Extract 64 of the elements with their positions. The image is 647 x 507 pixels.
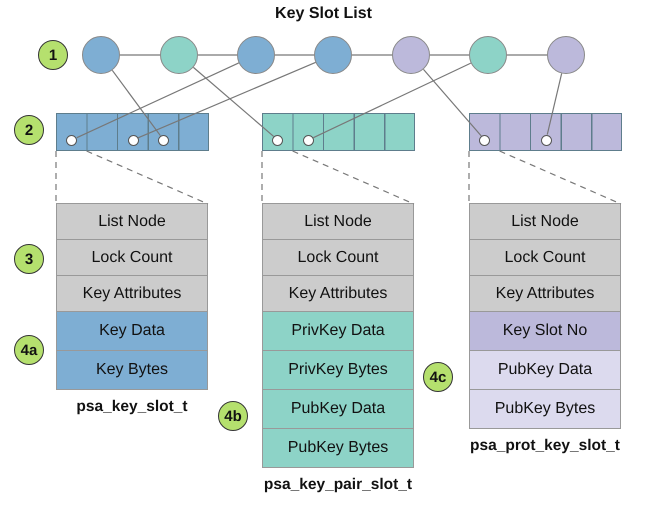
struct-field: Lock Count [469,239,621,276]
connector-line [313,62,472,138]
slot-array [469,113,622,151]
connector-line [112,70,161,136]
struct-field: PrivKey Bytes [262,350,414,390]
connector-line [193,66,274,137]
connector-line [546,73,562,135]
connector-line [138,62,316,138]
zoom-guide-line [292,150,414,205]
callout-number: 4b [218,401,248,431]
struct-field: Key Data [56,311,208,351]
list-node-circle [314,36,352,74]
pointer-dot [66,134,78,146]
connector-line [198,54,237,56]
list-node-circle [547,36,585,74]
pointer-dot [302,134,314,146]
list-node-circle [469,36,507,74]
struct-field: PrivKey Data [262,311,414,351]
callout-number: 3 [14,244,44,274]
slot-array [56,113,209,151]
struct-field: List Node [56,203,208,240]
struct-field: PubKey Data [469,350,621,390]
struct-field: Key Slot No [469,311,621,351]
struct-type-name: psa_prot_key_slot_t [470,437,620,455]
list-node-circle [237,36,275,74]
callout-number: 1 [38,40,68,70]
connector-line [120,54,160,56]
callout-number: 2 [14,115,44,145]
struct-field: Key Attributes [56,275,208,312]
slot-array [262,113,415,151]
pointer-dot [272,134,284,146]
pointer-dot [158,134,170,146]
pointer-dot [128,134,138,146]
connector-line [423,68,482,136]
struct-field: PubKey Bytes [469,389,621,429]
zoom-guide-line [55,151,57,204]
diagram-title: Key Slot List [274,5,373,23]
connector-line [507,54,547,56]
struct-field: Key Bytes [56,350,208,390]
callout-number: 4c [423,362,453,392]
struct-field: PubKey Data [262,389,414,429]
struct-field: List Node [262,203,414,240]
struct-field: Lock Count [262,239,414,276]
pointer-dot [479,134,490,146]
struct-field: List Node [469,203,621,240]
struct-field: PubKey Bytes [262,428,414,468]
zoom-guide-line [468,151,470,204]
zoom-guide-line [86,150,208,205]
connector-line [76,62,239,138]
struct-field: Key Attributes [262,275,414,312]
struct-field: Key Attributes [469,275,621,312]
list-node-circle [82,36,120,74]
zoom-guide-line [499,150,622,205]
struct-field: Lock Count [56,239,208,276]
list-node-circle [160,36,198,74]
callout-number: 4a [14,335,44,365]
list-node-circle [392,36,430,74]
struct-type-name: psa_key_pair_slot_t [264,476,412,494]
connector-line [275,54,314,56]
connector-line [430,54,469,56]
pointer-dot [540,134,552,146]
zoom-guide-line [261,151,263,204]
struct-type-name: psa_key_slot_t [76,398,188,416]
connector-line [352,54,392,56]
